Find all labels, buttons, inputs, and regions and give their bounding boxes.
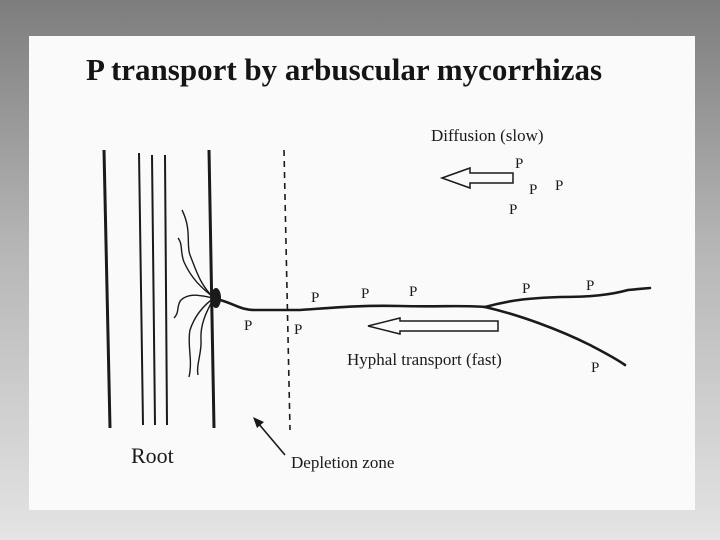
p-label: P xyxy=(244,318,252,334)
diffusion-label: Diffusion (slow) xyxy=(431,126,544,145)
phosphate-labels: P P P P P P P P P P P P xyxy=(244,156,599,376)
root-label: Root xyxy=(131,443,174,468)
diffusion-arrow xyxy=(439,166,514,190)
p-label: P xyxy=(591,360,599,376)
external-hypha xyxy=(218,286,652,367)
p-label: P xyxy=(361,286,369,302)
p-label: P xyxy=(515,156,523,172)
p-label: P xyxy=(409,284,417,300)
root-line xyxy=(138,152,144,426)
hyphal-transport-arrow xyxy=(367,317,499,335)
hyphal-transport-label: Hyphal transport (fast) xyxy=(347,350,502,369)
p-label: P xyxy=(294,322,302,338)
p-label: P xyxy=(555,178,563,194)
p-label: P xyxy=(311,290,319,306)
p-label: P xyxy=(586,278,594,294)
p-label: P xyxy=(509,202,517,218)
root-lines xyxy=(102,149,216,429)
p-label: P xyxy=(529,182,537,198)
depletion-zone-line xyxy=(283,149,291,431)
entry-point xyxy=(211,288,221,308)
root-line xyxy=(151,154,156,426)
root-line xyxy=(102,149,112,429)
diagram-title: P transport by arbuscular mycorrhizas xyxy=(86,52,602,87)
p-label: P xyxy=(522,281,530,297)
internal-hyphae xyxy=(173,209,215,378)
root-line xyxy=(164,154,168,426)
depletion-zone-label: Depletion zone xyxy=(291,453,394,472)
root-line xyxy=(207,149,216,429)
depletion-pointer-arrow xyxy=(253,417,286,456)
